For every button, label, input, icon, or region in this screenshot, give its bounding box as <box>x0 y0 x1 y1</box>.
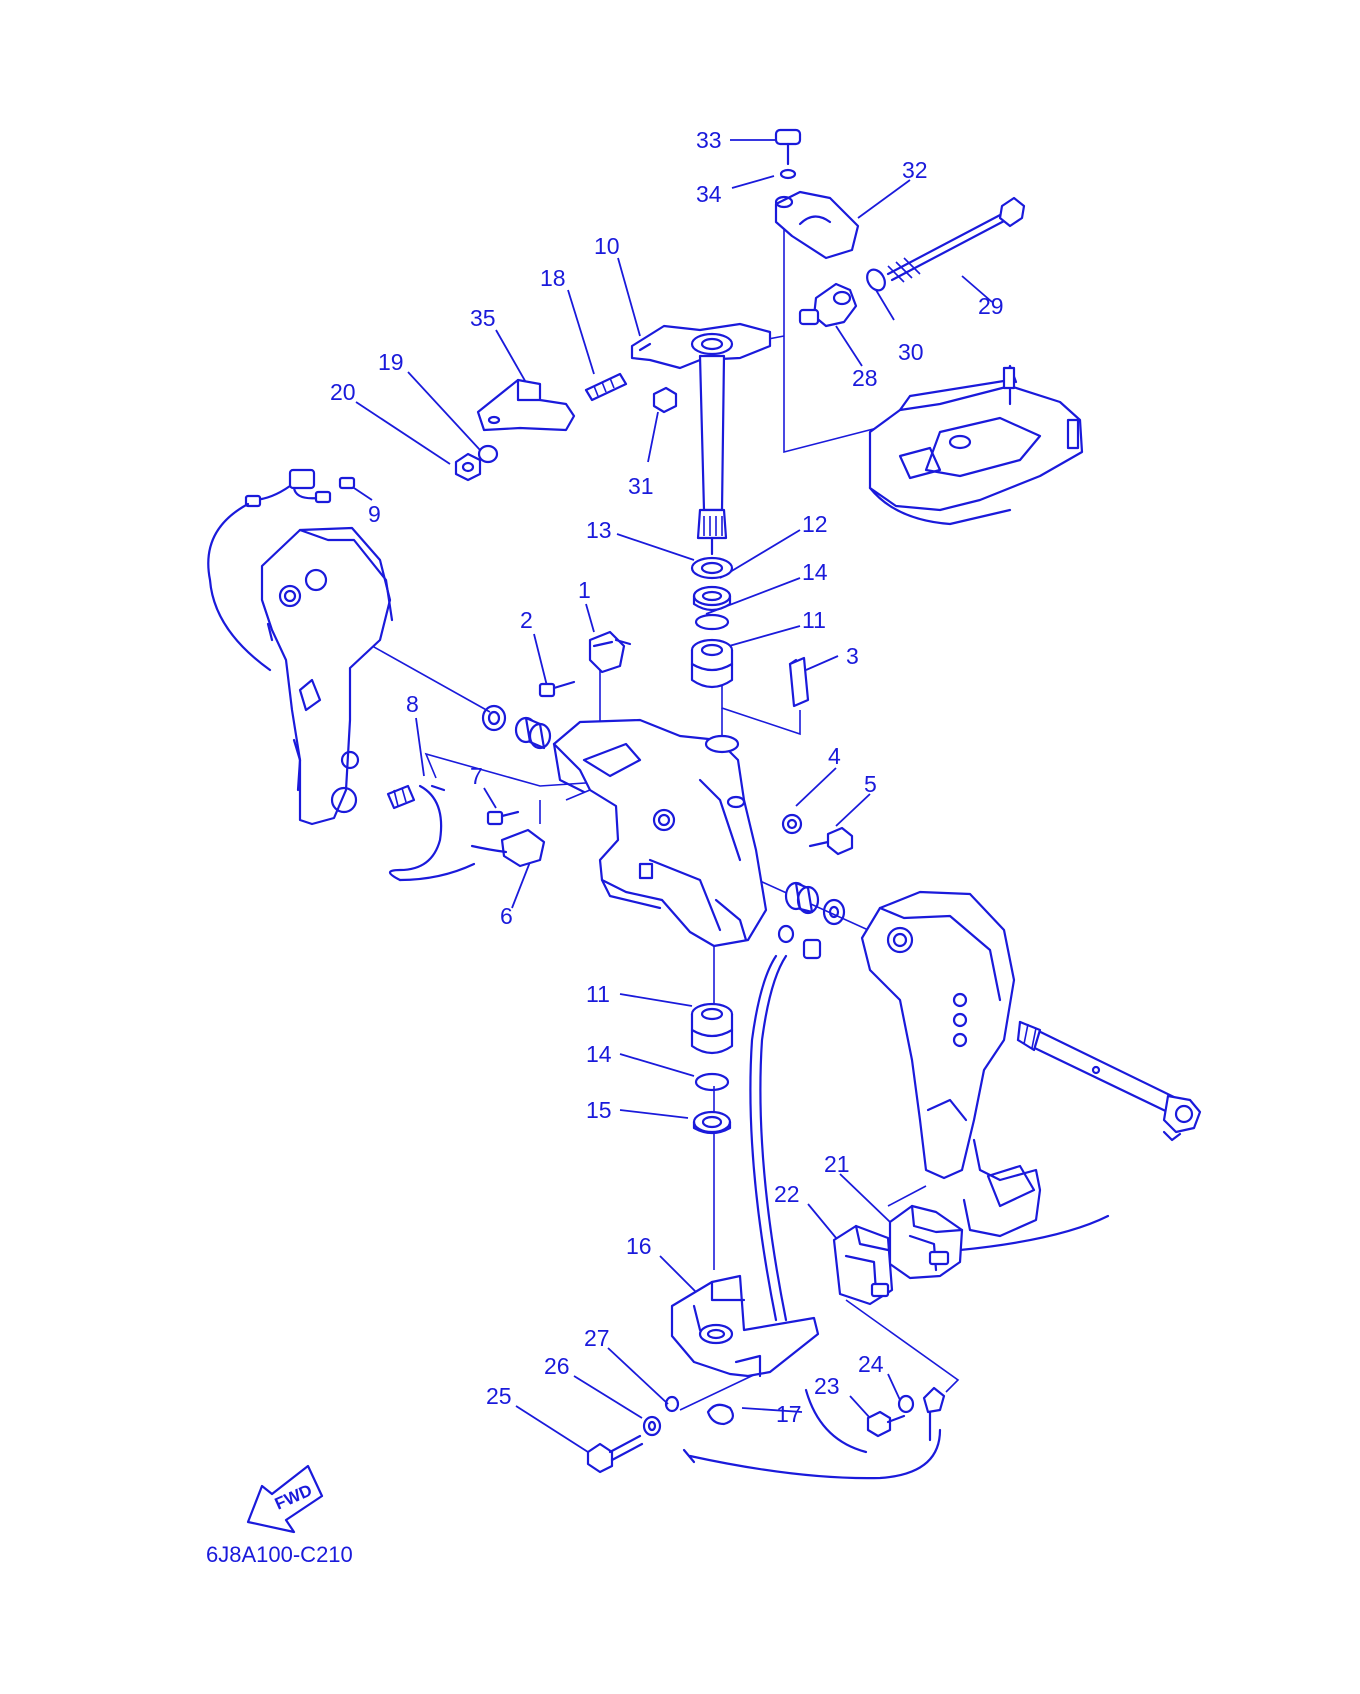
callout-20: 20 <box>330 379 356 405</box>
callout-3: 3 <box>846 643 859 669</box>
callout-33: 33 <box>696 127 722 153</box>
part-34-washer <box>779 168 797 180</box>
part-26-washer <box>642 1415 662 1437</box>
callout-12: 12 <box>802 511 828 537</box>
callout-18: 18 <box>540 265 566 291</box>
fwd-arrow-icon: FWD <box>246 1464 324 1534</box>
part-14-o-ring <box>694 613 730 631</box>
part-5-bolt <box>808 826 854 856</box>
part-9-sensor-cable <box>207 468 356 672</box>
part-8-cable-bolt <box>386 784 446 882</box>
callout-25: 25 <box>486 1383 512 1409</box>
part-14-o-ring-lower <box>694 1072 730 1092</box>
part-29-long-bolt <box>886 196 1026 283</box>
callout-34: 34 <box>696 181 722 207</box>
callout-23: 23 <box>814 1373 840 1399</box>
part-24-washer <box>897 1394 915 1414</box>
callout-32: 32 <box>902 157 928 183</box>
part-11-bushing-lower <box>690 1002 734 1055</box>
callout-11: 11 <box>802 607 826 633</box>
right-tilt-bushing <box>784 881 820 915</box>
part-16-lower-mount <box>670 1274 820 1378</box>
part-11-bushing-upper <box>690 638 734 689</box>
part-2-screw <box>538 680 576 698</box>
swivel-bracket <box>552 718 768 948</box>
part-32-clamp <box>774 190 860 260</box>
part-7-screw <box>486 810 520 826</box>
callout-26: 26 <box>544 1353 570 1379</box>
callout-19: 19 <box>378 349 404 375</box>
diagram-code: 6J8A100-C210 <box>206 1542 353 1567</box>
callout-14-lower: 14 <box>586 1041 612 1067</box>
part-10-steering-arm <box>630 322 772 370</box>
callout-11-lower: 11 <box>586 981 610 1007</box>
callout-16: 16 <box>626 1233 652 1259</box>
callout-28: 28 <box>852 365 878 391</box>
part-17-retainer <box>706 1403 734 1426</box>
grease-nipple <box>777 924 822 960</box>
callout-24: 24 <box>858 1351 884 1377</box>
callout-8: 8 <box>406 691 419 717</box>
part-33-bolt <box>774 128 802 166</box>
part-35-bracket <box>476 378 576 432</box>
callout-27: 27 <box>584 1325 610 1351</box>
callout-9: 9 <box>368 501 381 527</box>
callout-10: 10 <box>594 233 620 259</box>
right-tilt-washer <box>822 898 846 926</box>
callout-31: 31 <box>628 473 654 499</box>
part-20-nut <box>454 452 482 482</box>
callouts: 33 34 32 10 18 35 19 20 29 30 28 31 13 1… <box>330 127 1004 1427</box>
part-1-cable-clamp <box>588 630 632 674</box>
part-19-washer <box>477 444 499 464</box>
part-27-spring-washer <box>664 1395 680 1413</box>
part-3-pad <box>788 656 810 708</box>
left-clamp-bracket <box>260 526 394 826</box>
callout-5: 5 <box>864 771 877 797</box>
left-tilt-washer <box>481 704 507 732</box>
callout-13: 13 <box>586 517 612 543</box>
ground-terminal <box>922 1386 946 1442</box>
part-30-washer <box>866 268 886 292</box>
part-18-stud <box>584 372 628 402</box>
left-tilt-bushing <box>514 716 552 750</box>
upper-mount-bracket <box>868 364 1084 526</box>
callout-7: 7 <box>470 763 483 789</box>
callout-15: 15 <box>586 1097 612 1123</box>
ground-lead-cable <box>682 954 1110 1480</box>
part-6-cable-clip <box>398 828 546 882</box>
part-28-rubber-mount <box>798 282 858 328</box>
callout-2: 2 <box>520 607 533 633</box>
callout-35: 35 <box>470 305 496 331</box>
part-13-washer <box>690 556 734 580</box>
part-4-nut <box>781 813 803 835</box>
callout-22: 22 <box>774 1181 800 1207</box>
part-15-washer <box>692 1110 732 1135</box>
right-clamp-bracket <box>860 890 1042 1238</box>
part-21-rubber-mount <box>888 1204 964 1280</box>
steering-shaft <box>696 354 728 556</box>
callout-29: 29 <box>978 293 1004 319</box>
part-22-rubber-mount <box>832 1224 894 1306</box>
tilt-tube <box>1016 1020 1202 1142</box>
callout-17: 17 <box>776 1401 802 1427</box>
callout-30: 30 <box>898 339 924 365</box>
callout-1: 1 <box>578 577 591 603</box>
callout-14: 14 <box>802 559 828 585</box>
callout-6: 6 <box>500 903 513 929</box>
callout-21: 21 <box>824 1151 850 1177</box>
part-31-nut <box>652 386 678 414</box>
part-25-bolt <box>586 1434 644 1474</box>
part-23-bolt <box>866 1410 906 1438</box>
part-12-seal <box>692 585 732 612</box>
leader-lines <box>347 139 993 1453</box>
callout-4: 4 <box>828 743 841 769</box>
